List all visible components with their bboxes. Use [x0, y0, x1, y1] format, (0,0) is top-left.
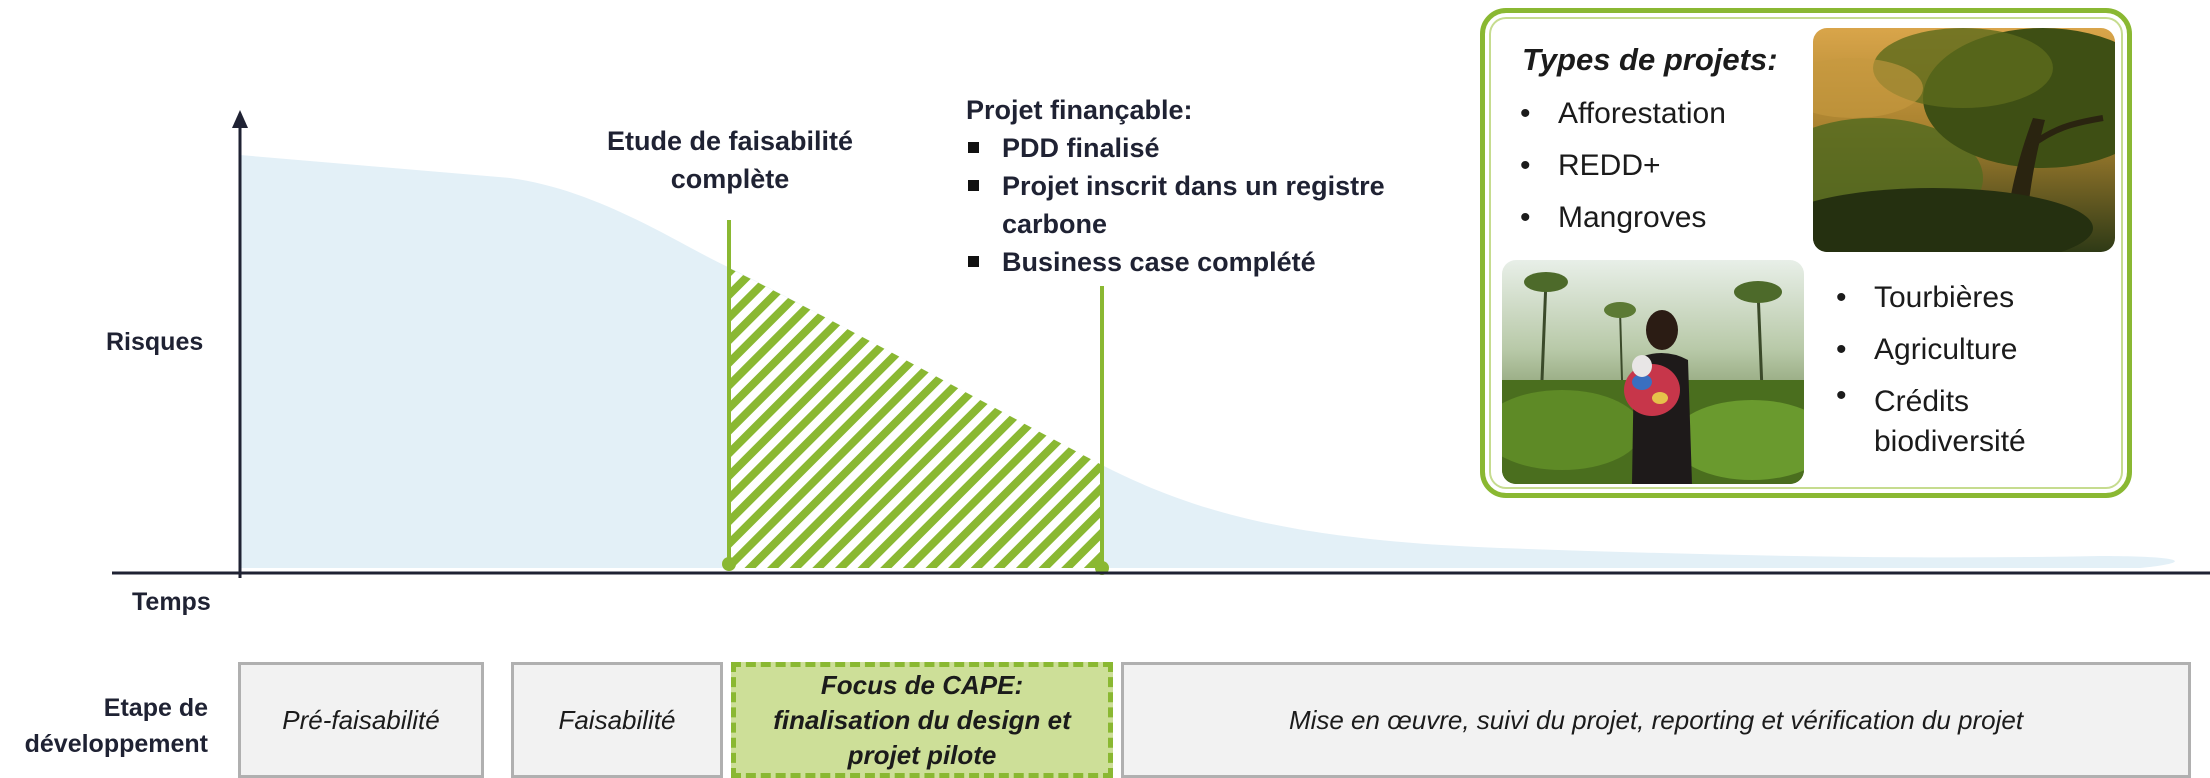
project-type-item: Mangroves	[1520, 192, 1726, 244]
project-type-item: Tourbières	[1836, 272, 2106, 324]
stage-feasibility: Faisabilité	[511, 662, 723, 778]
forest-canopy-image	[1813, 28, 2115, 252]
stage-cape-focus: Focus de CAPE: finalisation du design et…	[731, 662, 1113, 778]
milestone-financeable: Projet finançable: PDD finalisé Projet i…	[966, 91, 1426, 281]
woman-carrying-child-in-field-image	[1502, 260, 1804, 484]
y-axis-label: Risques	[106, 328, 204, 356]
milestone-item: Projet inscrit dans un registre carbone	[966, 167, 1426, 243]
stage-prefeasibility: Pré-faisabilité	[238, 662, 484, 778]
project-types-title: Types de projets:	[1522, 42, 1778, 77]
x-axis-label: Temps	[132, 588, 211, 616]
milestone-item: Business case complété	[966, 243, 1426, 281]
milestone-feasibility-title: Etude de faisabilité complète	[606, 126, 854, 194]
risk-area	[240, 155, 2175, 568]
milestone-financeable-list: PDD finalisé Projet inscrit dans un regi…	[966, 129, 1426, 281]
milestone-financeable-title: Projet finançable:	[966, 95, 1193, 125]
project-type-item: Afforestation	[1520, 88, 1726, 140]
milestone-dot-feasibility	[722, 557, 736, 571]
project-types-list-a: Afforestation REDD+ Mangroves	[1520, 88, 1726, 244]
project-types-list-b: Tourbières Agriculture Crédits biodivers…	[1836, 272, 2106, 462]
stage-row-label: Etape de développement	[24, 694, 208, 758]
project-type-item: REDD+	[1520, 140, 1726, 192]
y-axis-arrow	[232, 110, 248, 128]
project-type-item: Agriculture	[1836, 324, 2106, 376]
project-type-item: Crédits biodiversité	[1836, 376, 2106, 462]
stage-implementation: Mise en œuvre, suivi du projet, reportin…	[1121, 662, 2191, 778]
milestone-item: PDD finalisé	[966, 129, 1426, 167]
focus-hatched-area	[729, 268, 1102, 568]
